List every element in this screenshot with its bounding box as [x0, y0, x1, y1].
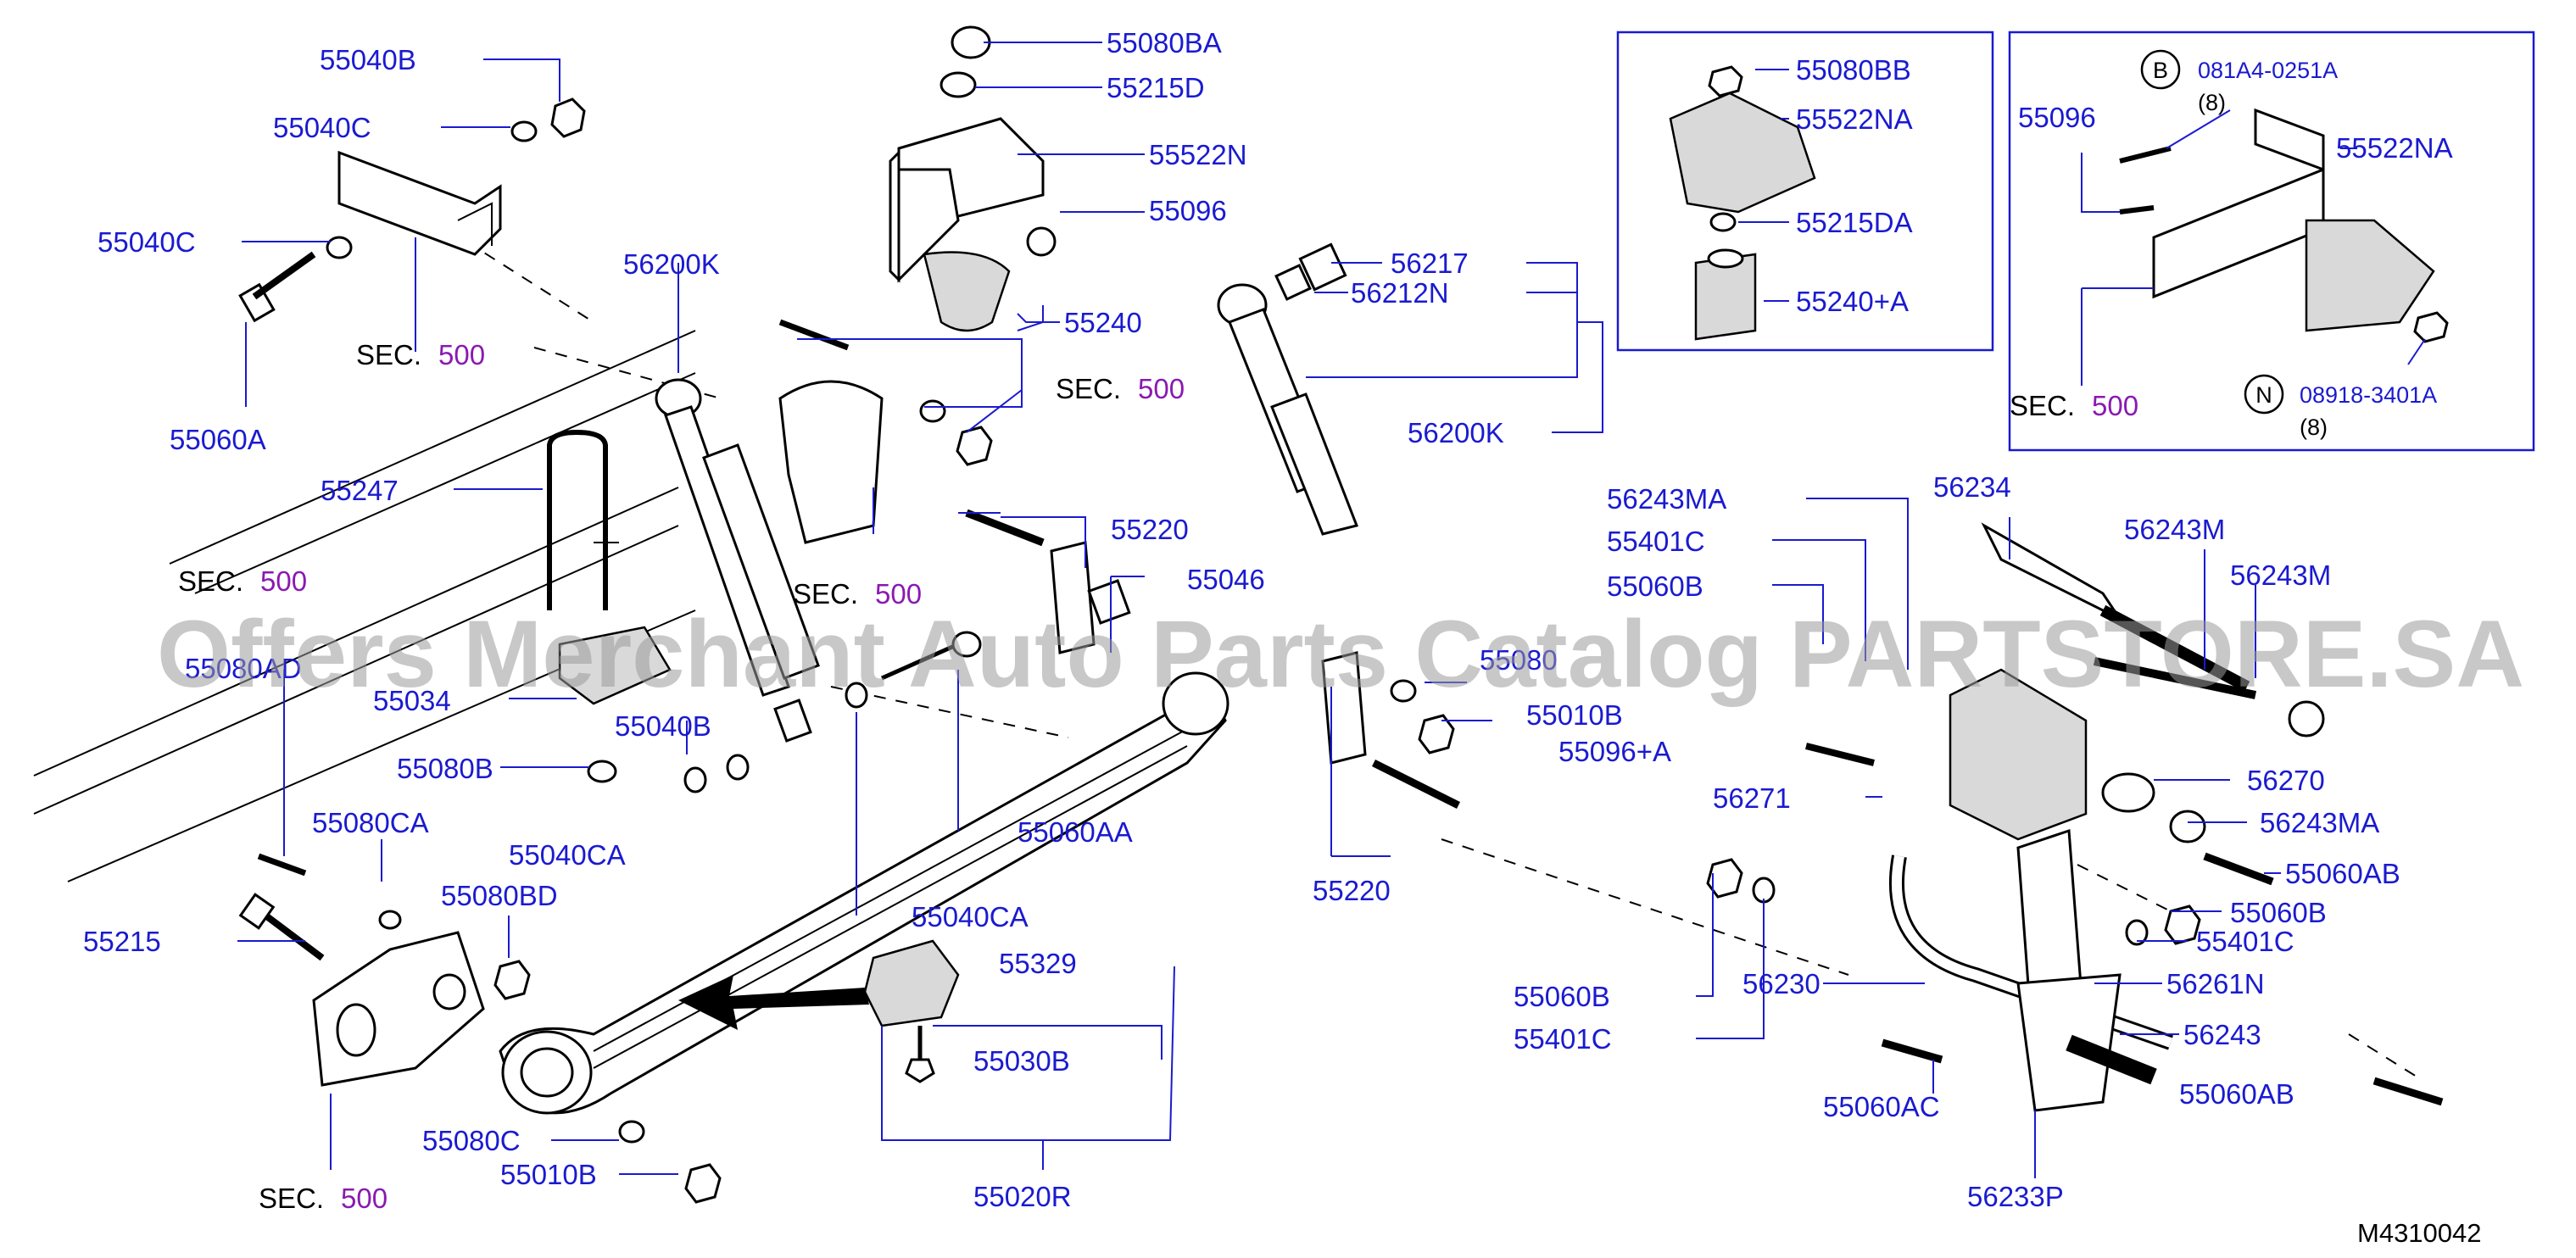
shock-mount-bracket — [778, 25, 1057, 544]
label-56243[interactable]: 56243 — [2183, 1019, 2261, 1050]
label-55215D[interactable]: 55215D — [1107, 72, 1205, 103]
label-55522N[interactable]: 55522N — [1149, 139, 1247, 170]
shackle-55220 — [845, 509, 1461, 810]
rear-spring-bracket-group — [238, 97, 750, 1204]
sec-ref-1[interactable]: SEC.500 — [356, 339, 485, 370]
label-55010B-2[interactable]: 55010B — [1526, 699, 1623, 731]
label-55240[interactable]: 55240 — [1064, 307, 1142, 338]
callout-n-circle — [2244, 374, 2284, 415]
stabilizer-bar-group — [1706, 522, 2444, 1112]
label-55060AB-2[interactable]: 55060AB — [2179, 1078, 2294, 1110]
label-55020R[interactable]: 55020R — [973, 1181, 1072, 1212]
label-56217[interactable]: 56217 — [1391, 248, 1469, 279]
callout-b-letter: B — [2153, 58, 2168, 83]
callout-b-qty: (8) — [2198, 90, 2226, 115]
callout-b-circle — [2140, 49, 2181, 90]
label-55046[interactable]: 55046 — [1187, 564, 1265, 595]
label-55060AA[interactable]: 55060AA — [1018, 816, 1133, 848]
leader-lines — [237, 42, 2426, 1178]
label-55080C[interactable]: 55080C — [422, 1125, 521, 1156]
label-55247[interactable]: 55247 — [321, 475, 399, 506]
label-55060AC[interactable]: 55060AC — [1823, 1091, 1940, 1122]
label-55401C-2[interactable]: 55401C — [2196, 926, 2294, 957]
callout-n: N 08918-3401A (8) — [2244, 374, 2437, 440]
label-56243MA-2[interactable]: 56243MA — [2260, 807, 2379, 838]
label-56212N[interactable]: 56212N — [1351, 277, 1449, 309]
bump-stop-55329 — [678, 939, 960, 1083]
label-55030B[interactable]: 55030B — [973, 1045, 1070, 1077]
watermark: Offers Merchant Auto Parts Catalog PARTS… — [157, 601, 2524, 707]
label-55215DA[interactable]: 55215DA — [1796, 207, 1913, 238]
label-56271[interactable]: 56271 — [1713, 782, 1791, 814]
label-55040C[interactable]: 55040C — [273, 112, 371, 143]
label-55080[interactable]: 55080 — [1480, 644, 1558, 676]
label-55401C[interactable]: 55401C — [1607, 526, 1705, 557]
label-55010B[interactable]: 55010B — [500, 1159, 597, 1190]
label-56200K[interactable]: 56200K — [623, 248, 720, 280]
label-56270[interactable]: 56270 — [2247, 765, 2325, 796]
label-55329[interactable]: 55329 — [999, 948, 1077, 979]
part-labels: 55040B 55040C 55040C 55060A 56200K 55247… — [83, 27, 2453, 1212]
sec-ref-3[interactable]: SEC.500 — [793, 578, 922, 610]
label-55522NA[interactable]: 55522NA — [1796, 103, 1913, 135]
label-55215[interactable]: 55215 — [83, 926, 161, 957]
label-55220[interactable]: 55220 — [1111, 514, 1189, 545]
label-56233P[interactable]: 56233P — [1967, 1181, 2064, 1212]
label-56243MA[interactable]: 56243MA — [1607, 483, 1726, 515]
section-references: SEC.500 SEC.500 SEC.500 SEC.500 SEC.500 … — [178, 339, 2138, 1214]
callout-b-part[interactable]: 081A4-0251A — [2198, 58, 2338, 83]
label-55080BA[interactable]: 55080BA — [1107, 27, 1222, 58]
shock-absorber-right — [1217, 242, 1359, 536]
bolt-55060A — [238, 251, 316, 323]
label-56234[interactable]: 56234 — [1933, 471, 2011, 503]
label-56230[interactable]: 56230 — [1742, 968, 1820, 999]
label-56243M[interactable]: 56243M — [2124, 514, 2225, 545]
label-55522NA-2[interactable]: 55522NA — [2336, 132, 2453, 164]
label-55080BB[interactable]: 55080BB — [1796, 54, 1911, 86]
label-55040CA-2[interactable]: 55040CA — [912, 901, 1029, 932]
label-55040B-2[interactable]: 55040B — [615, 710, 711, 742]
callout-n-qty: (8) — [2300, 415, 2328, 440]
label-55220-2[interactable]: 55220 — [1313, 875, 1391, 906]
label-55040B[interactable]: 55040B — [320, 44, 416, 75]
label-55040CA[interactable]: 55040CA — [509, 839, 626, 871]
callout-n-part[interactable]: 08918-3401A — [2300, 382, 2437, 408]
label-55401C-3[interactable]: 55401C — [1514, 1023, 1612, 1055]
leaf-spring-55020R — [499, 671, 1229, 1115]
label-55060B-2[interactable]: 55060B — [2230, 897, 2327, 928]
label-55060AB[interactable]: 55060AB — [2285, 858, 2400, 889]
label-55060A[interactable]: 55060A — [170, 424, 266, 455]
inset-frame-1 — [1616, 31, 1994, 352]
label-55060B[interactable]: 55060B — [1607, 571, 1703, 602]
label-55080CA[interactable]: 55080CA — [312, 807, 429, 838]
sec-ref-4[interactable]: SEC.500 — [1056, 373, 1185, 404]
chassis-frame — [33, 181, 2417, 1077]
label-55240A[interactable]: 55240+A — [1796, 286, 1909, 317]
sec-ref-2[interactable]: SEC.500 — [178, 565, 307, 597]
sec-ref-6[interactable]: SEC.500 — [2010, 390, 2138, 421]
label-56261N[interactable]: 56261N — [2166, 968, 2265, 999]
diagram-code: M4310042 — [2357, 1218, 2482, 1248]
label-55080B[interactable]: 55080B — [397, 753, 493, 784]
label-55096[interactable]: 55096 — [1149, 195, 1227, 226]
label-55080AD[interactable]: 55080AD — [185, 653, 302, 684]
label-56243M-2[interactable]: 56243M — [2230, 559, 2331, 591]
inset-frame-2 — [2008, 31, 2535, 452]
label-55080BD[interactable]: 55080BD — [441, 880, 558, 911]
label-55060B-3[interactable]: 55060B — [1514, 981, 1610, 1012]
callout-n-letter: N — [2255, 382, 2272, 408]
shock-absorber-left — [655, 378, 820, 743]
label-55096-2[interactable]: 55096 — [2018, 102, 2096, 133]
sec-ref-5[interactable]: SEC.500 — [259, 1183, 388, 1214]
label-55034[interactable]: 55034 — [373, 685, 451, 716]
label-55040C-2[interactable]: 55040C — [98, 226, 196, 258]
callout-b: B 081A4-0251A (8) — [2140, 49, 2338, 115]
label-55096A[interactable]: 55096+A — [1558, 736, 1671, 767]
label-56200K-2[interactable]: 56200K — [1408, 417, 1504, 448]
